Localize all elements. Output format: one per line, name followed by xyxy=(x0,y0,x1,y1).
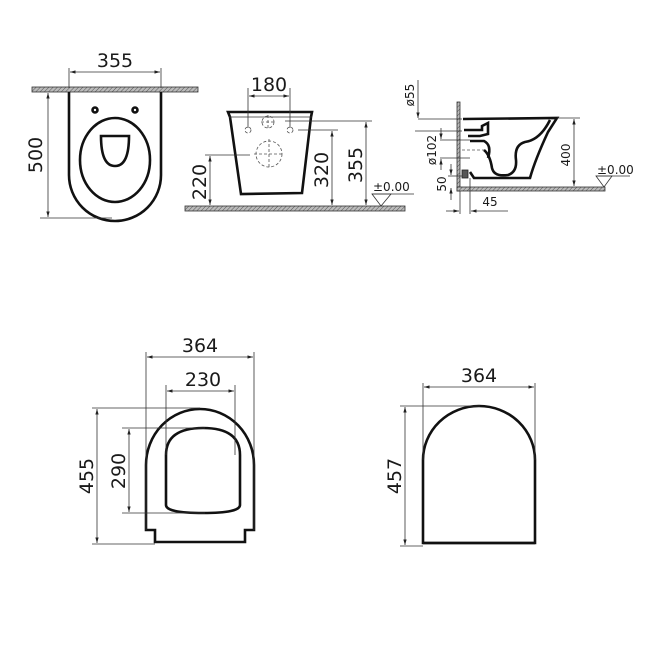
outlet-section xyxy=(470,139,491,159)
dim-320-label: 320 xyxy=(311,152,333,188)
front-floor-label: ±0.00 xyxy=(373,180,410,194)
dim-400-label: 400 xyxy=(559,144,573,167)
seat-top-view: 364 230 455 290 xyxy=(76,335,256,545)
pan-side-outline xyxy=(462,116,560,180)
pan-front-outline xyxy=(226,110,314,196)
trap-outline xyxy=(483,119,552,177)
cover-top-view: 364 457 xyxy=(384,365,537,547)
seat-364-label: 364 xyxy=(182,335,218,357)
dim-depth-label: 500 xyxy=(25,137,47,173)
dim-180-label: 180 xyxy=(251,74,287,96)
side-level-marker xyxy=(595,175,613,188)
seat-opening xyxy=(164,426,242,515)
outlet-stub xyxy=(461,169,469,179)
pan-front-view: 180 220 320 355 ±0.00 xyxy=(184,74,414,212)
seat-230-label: 230 xyxy=(185,369,221,391)
wall-section xyxy=(456,101,461,192)
fixing-left xyxy=(244,126,252,134)
pan-top-view: 355 500 xyxy=(25,50,199,223)
dim-d102-label: ø102 xyxy=(425,135,439,165)
bowl-outline xyxy=(78,116,152,204)
dim-50-label: 50 xyxy=(435,176,449,191)
seat-455-label: 455 xyxy=(76,458,98,494)
side-floor-label: ±0.00 xyxy=(597,163,634,177)
flush-opening xyxy=(99,134,131,168)
cover-outline xyxy=(421,404,537,545)
fixing-right xyxy=(286,126,294,134)
pan-outline xyxy=(67,92,163,223)
fixing-hole-left xyxy=(91,106,99,114)
level-marker xyxy=(371,193,392,207)
floor-line xyxy=(184,205,406,212)
dim-45-label: 45 xyxy=(482,195,497,209)
floor-section xyxy=(456,186,606,192)
dim-220-label: 220 xyxy=(189,164,211,200)
inlet-section xyxy=(464,120,490,138)
dim-355-label: 355 xyxy=(345,147,367,183)
seat-290-label: 290 xyxy=(108,453,130,489)
dim-d55-label: ø55 xyxy=(403,84,417,107)
pan-side-view: ø55 ø102 50 45 400 ±0.00 xyxy=(403,80,634,214)
wall-plate xyxy=(31,86,199,93)
fixing-hole-right xyxy=(131,106,139,114)
cover-457-label: 457 xyxy=(384,458,406,494)
cover-364-label: 364 xyxy=(461,365,497,387)
dim-width-label: 355 xyxy=(97,50,133,72)
